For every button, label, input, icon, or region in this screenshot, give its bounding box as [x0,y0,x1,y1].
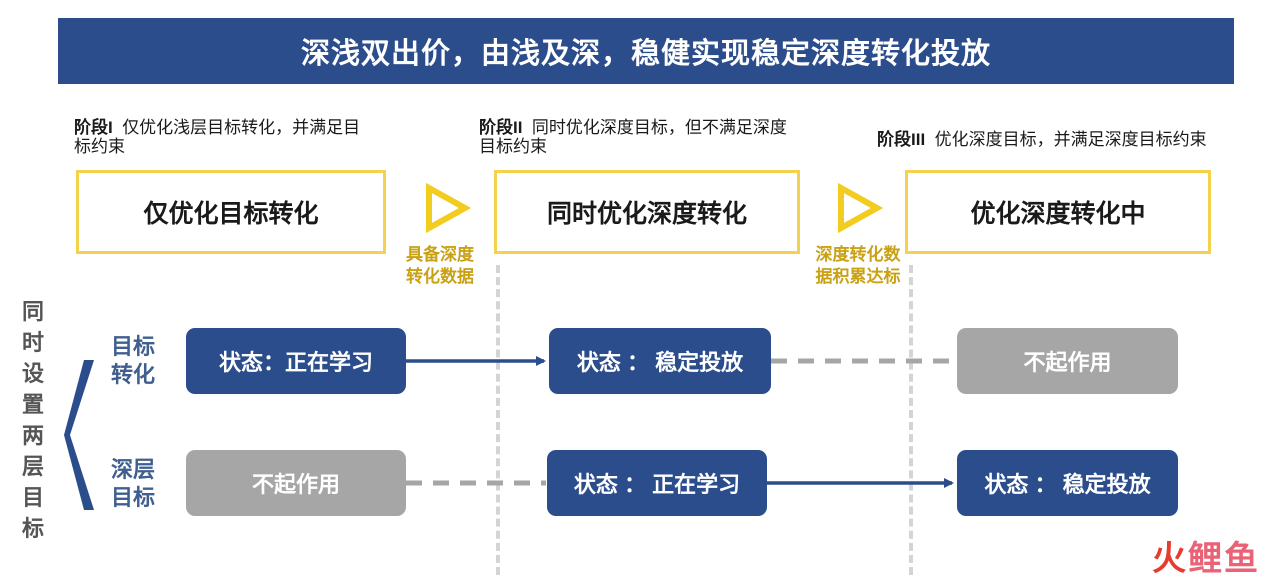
phase-box-2: 同时优化深度转化 [494,170,800,254]
row-label-deep-line2: 目标 [110,485,155,510]
condition-1: 具备深度 转化数据 [400,244,480,288]
condition-2: 深度转化数 据积累达标 [808,244,908,288]
transition-1-arrow-icon [426,182,472,234]
row2-state-3: 状态 ： 稳定投放 [957,450,1178,516]
condition-2-line2: 据积累达标 [815,267,901,286]
row1-state-1: 状态：正在学习 [186,328,406,394]
stage-divider-2 [909,265,913,575]
row2-state-1: 不起作用 [186,450,406,516]
stage-2-desc-line2: 目标约束 [479,137,547,156]
stage-3-desc-line1: 优化深度目标，并满足深度目标约束 [934,130,1207,149]
page-title: 深浅双出价，由浅及深，稳健实现稳定深度转化投放 [58,18,1234,84]
stage-1-desc-line2: 标约束 [74,137,125,156]
stage-divider-1 [496,265,500,575]
condition-1-line2: 转化数据 [406,267,474,286]
row-label-target: 目标 转化 [106,333,160,389]
transition-2-arrow-icon [838,182,884,234]
stage-1-desc-line1: 仅优化浅层目标转化，并满足目 [122,118,361,137]
row-label-target-line1: 目标 [110,334,155,359]
row-label-deep-line1: 深层 [110,457,155,482]
row2-state-2: 状态 ： 正在学习 [547,450,767,516]
side-label: 同时设置两层目标 [21,299,44,541]
phase-box-3: 优化深度转化中 [905,170,1211,254]
stage-2-desc-line1: 同时优化深度目标，但不满足深度 [531,118,787,137]
logo-part2: 鲤鱼 [1188,540,1260,578]
stage-1-description: 阶段I 仅优化浅层目标转化，并满足目 标约束 [74,118,404,156]
condition-2-line1: 深度转化数 [815,245,901,264]
row-label-target-line2: 转化 [110,362,155,387]
stage-2-tag: 阶段II [479,118,523,137]
row1-state-3: 不起作用 [957,328,1178,394]
bracket-icon [64,360,94,510]
phase-box-1: 仅优化目标转化 [76,170,386,254]
condition-1-line1: 具备深度 [406,245,474,264]
logo-part1: 火 [1152,540,1188,578]
row1-state-2: 状态 ： 稳定投放 [549,328,771,394]
stage-3-tag: 阶段III [877,130,926,149]
row-label-deep: 深层 目标 [106,456,160,512]
watermark-logo: 火鲤鱼 [1152,531,1260,580]
stage-3-description: 阶段III 优化深度目标，并满足深度目标约束 [877,130,1257,149]
stage-1-tag: 阶段I [74,118,113,137]
stage-2-description: 阶段II 同时优化深度目标，但不满足深度 目标约束 [479,118,839,156]
